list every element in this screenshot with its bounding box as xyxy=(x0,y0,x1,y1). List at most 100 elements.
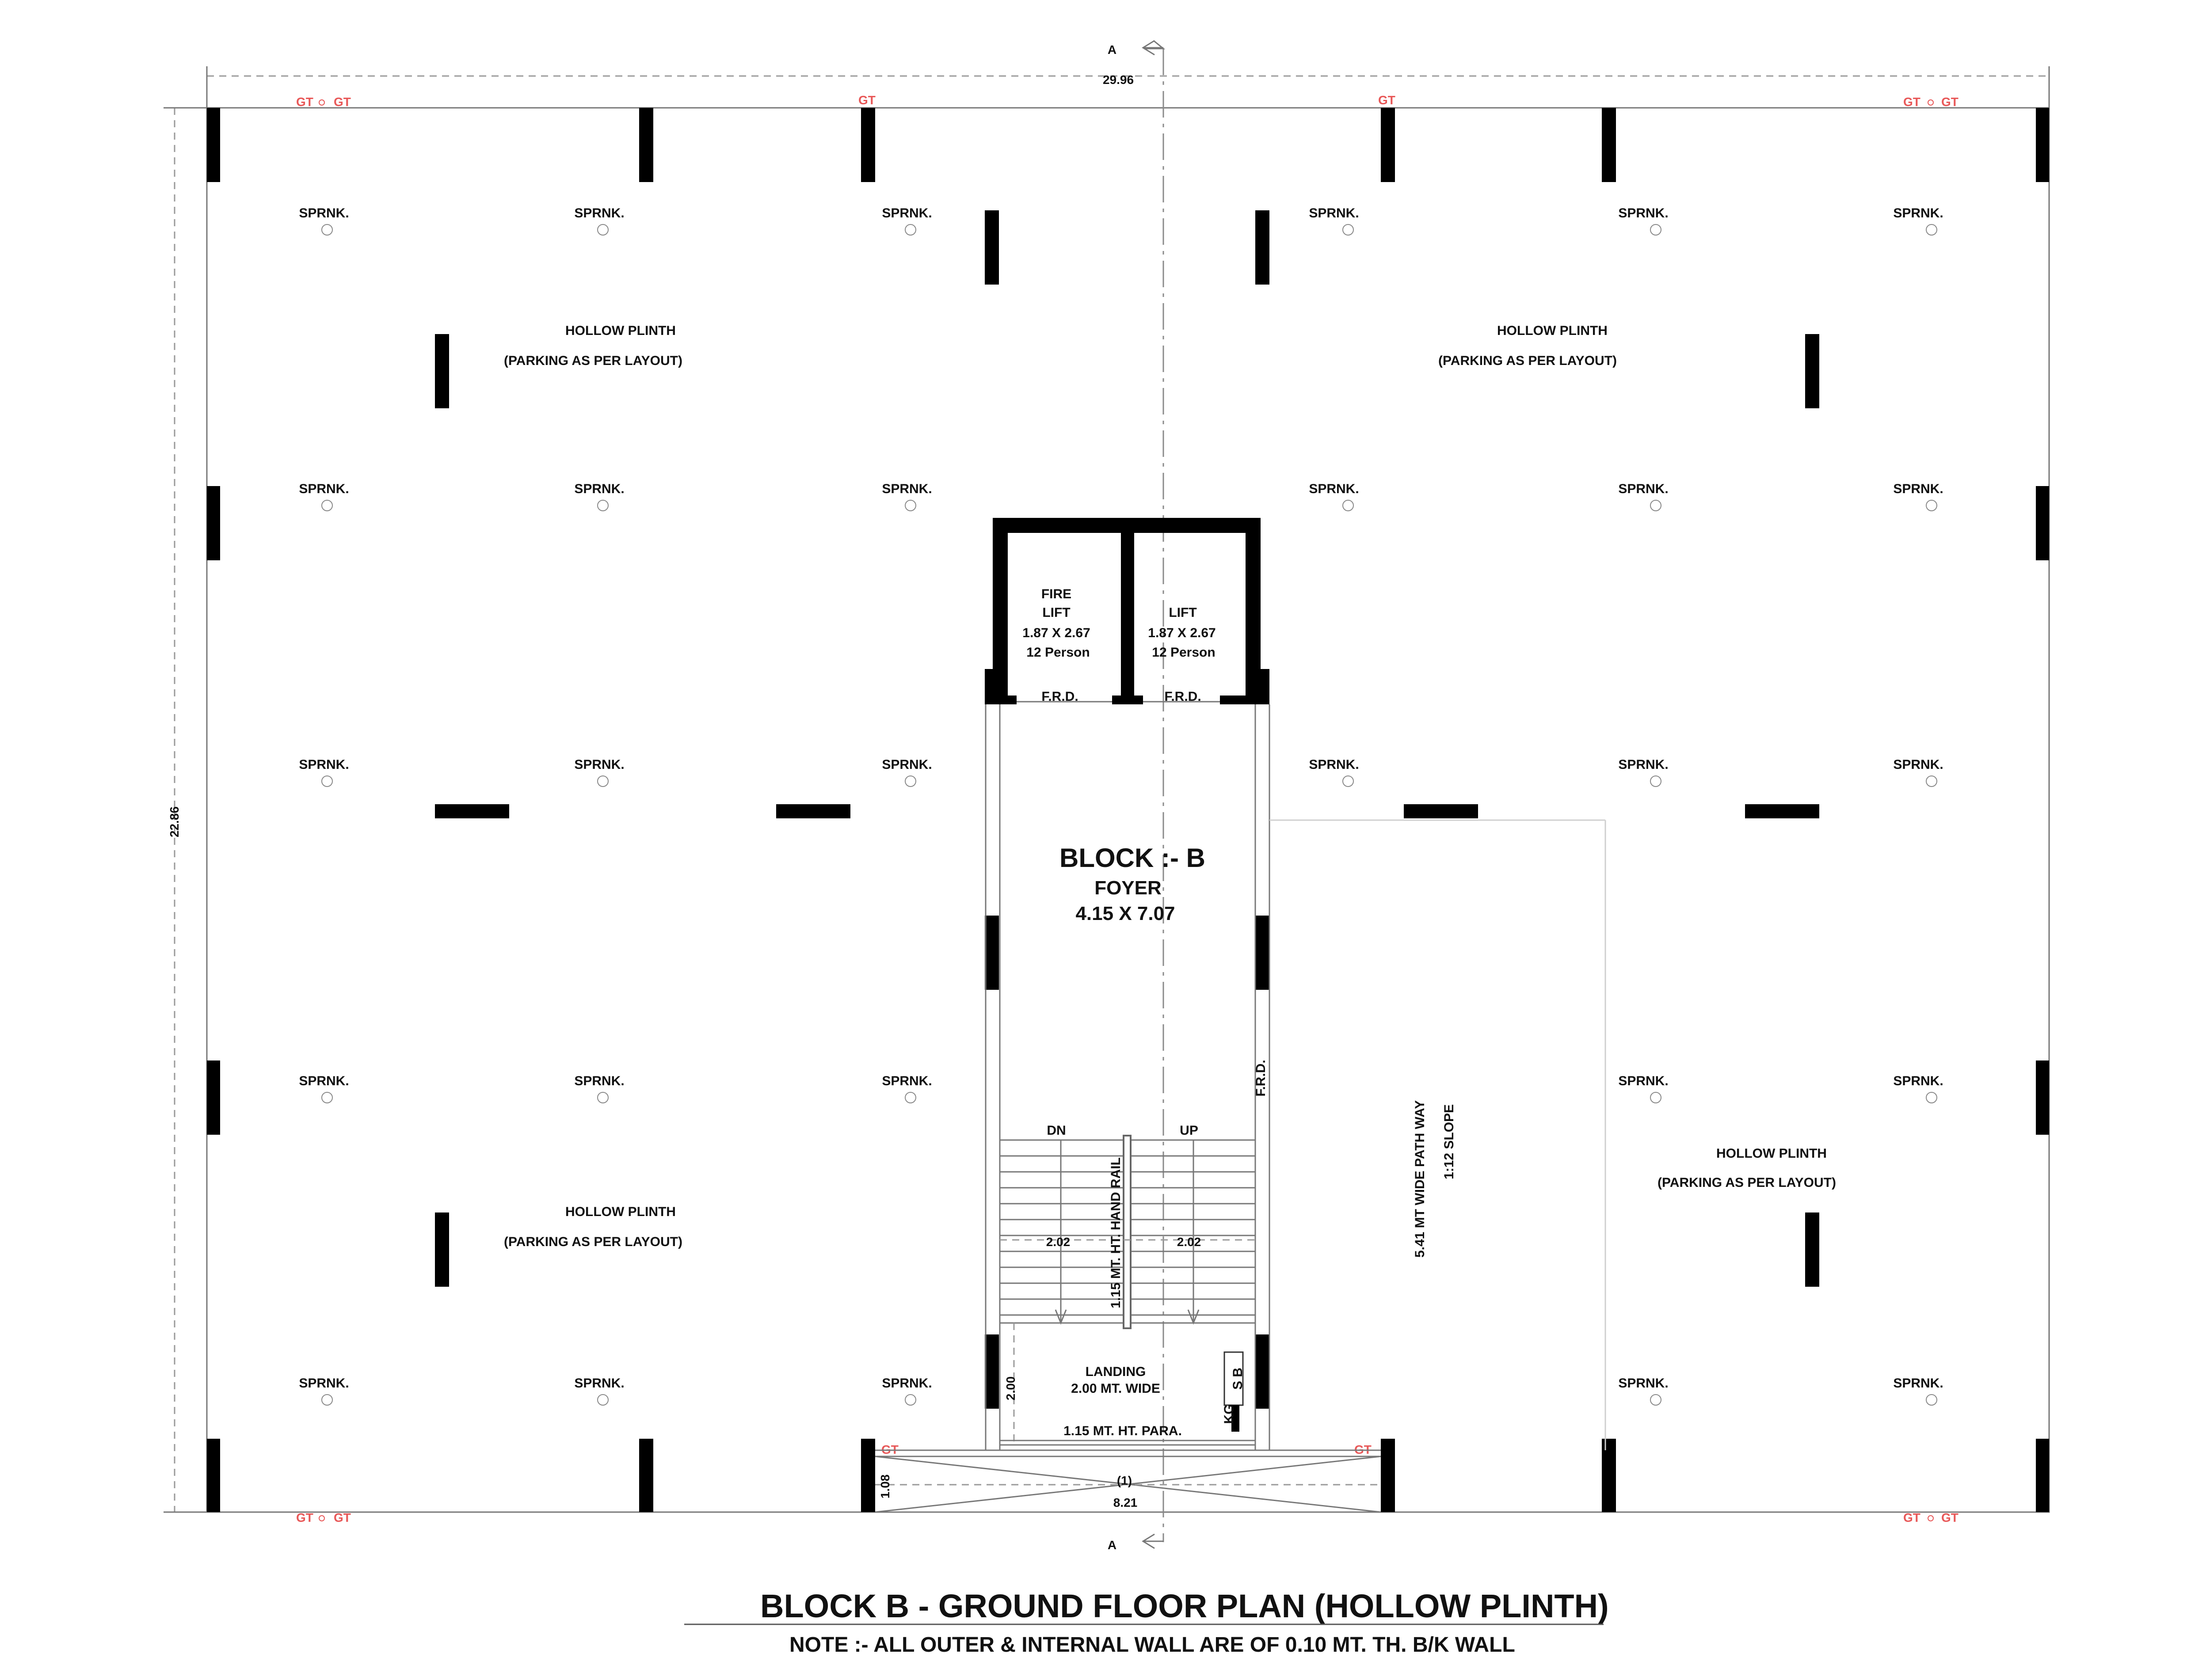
stair-width-left: 2.02 xyxy=(1046,1235,1071,1249)
sprinkler-label: SPRNK. xyxy=(1309,757,1359,772)
sprinkler-icon xyxy=(597,1394,609,1406)
hollow-plinth-label: HOLLOW PLINTH xyxy=(1497,323,1608,338)
sprinkler-icon xyxy=(321,224,333,236)
sprinkler-label: SPRNK. xyxy=(1309,206,1359,220)
section-marker-top: A xyxy=(1108,43,1116,57)
plinth-boundary xyxy=(206,107,2050,1513)
column xyxy=(1381,108,1395,182)
lift-core-mid-wall xyxy=(1121,518,1134,703)
lift-door-jamb xyxy=(1112,696,1143,704)
column xyxy=(985,1334,999,1409)
parapet-label: 1.15 MT. HT. PARA. xyxy=(1063,1424,1182,1438)
gutter-pipe-icon xyxy=(319,99,325,106)
fire-lift-label: FIRE xyxy=(1041,587,1071,601)
sprinkler-icon xyxy=(1650,500,1661,511)
sprinkler-label: SPRNK. xyxy=(574,482,624,496)
sprinkler-label: SPRNK. xyxy=(299,1376,349,1391)
sprinkler-label: SPRNK. xyxy=(882,1074,932,1088)
sprinkler-icon xyxy=(1650,224,1661,236)
sprinkler-icon xyxy=(1650,1394,1661,1406)
columns xyxy=(207,108,2049,1512)
sprinkler-label: SPRNK. xyxy=(299,206,349,220)
column xyxy=(639,1439,653,1512)
sprinkler-icon xyxy=(321,1394,333,1406)
sprinkler-icon xyxy=(1342,224,1354,236)
column xyxy=(2036,486,2049,560)
wall-note: NOTE :- ALL OUTER & INTERNAL WALL ARE OF… xyxy=(789,1633,1515,1657)
sprinkler-label: SPRNK. xyxy=(574,1074,624,1088)
column xyxy=(639,108,653,182)
sprinkler-icon xyxy=(905,1394,916,1406)
column xyxy=(207,1439,220,1512)
sprinkler-label: SPRNK. xyxy=(299,757,349,772)
column xyxy=(1745,804,1819,818)
parking-label: (PARKING AS PER LAYOUT) xyxy=(504,353,682,368)
column xyxy=(435,804,509,818)
frd-label: F.R.D. xyxy=(1041,689,1078,704)
hand-rail-label: 1.15 MT. HT. HAND RAIL xyxy=(1109,1157,1123,1308)
landing-width-label: 2.00 MT. WIDE xyxy=(1071,1381,1160,1396)
sprinkler-label: SPRNK. xyxy=(1618,1074,1668,1088)
column xyxy=(985,916,999,990)
sprinkler-icon xyxy=(905,775,916,787)
entry-tag: (1) xyxy=(1117,1474,1132,1487)
parking-label: (PARKING AS PER LAYOUT) xyxy=(1438,353,1617,368)
lift-door-jamb xyxy=(1220,696,1246,704)
column xyxy=(2036,1439,2049,1512)
staircase xyxy=(1000,1135,1255,1329)
gutter-pipe-icon xyxy=(319,1515,325,1521)
column xyxy=(1381,1439,1395,1512)
column xyxy=(207,1060,220,1135)
gutter-marker: GT xyxy=(334,1511,351,1524)
sprinklers: SPRNK. SPRNK. SPRNK. SPRNK. SPRNK. SPRNK… xyxy=(299,206,1943,1406)
foyer-label: FOYER xyxy=(1094,877,1162,899)
sprinkler-label: SPRNK. xyxy=(1893,482,1943,496)
stair-up-label: UP xyxy=(1180,1123,1198,1138)
sprinkler-label: SPRNK. xyxy=(1618,206,1668,220)
sprinkler-label: SPRNK. xyxy=(574,757,624,772)
lift-core xyxy=(985,518,1269,704)
sprinkler-icon xyxy=(1926,224,1937,236)
gutter-pipe-icon xyxy=(1928,1515,1934,1521)
column xyxy=(861,108,875,182)
sprinkler-icon xyxy=(597,775,609,787)
column xyxy=(1805,1212,1819,1287)
lift-capacity: 12 Person xyxy=(1152,645,1215,660)
entry-depth-label: 1.08 xyxy=(878,1475,892,1499)
sprinkler-icon xyxy=(905,500,916,511)
column xyxy=(1404,804,1478,818)
landing-label: LANDING xyxy=(1086,1365,1146,1379)
sprinkler-label: SPRNK. xyxy=(299,1074,349,1088)
section-arrow-top xyxy=(1144,40,1166,49)
column xyxy=(207,486,220,560)
gutter-marker: GT xyxy=(1903,1511,1920,1524)
sprinkler-icon xyxy=(905,1092,916,1103)
column xyxy=(2036,1060,2049,1135)
sprinkler-icon xyxy=(597,500,609,511)
sprinkler-label: SPRNK. xyxy=(1893,1376,1943,1391)
stair-arrow-icon xyxy=(1187,1309,1200,1325)
frd-label-vertical: F.R.D. xyxy=(1254,1060,1268,1096)
sprinkler-label: SPRNK. xyxy=(1618,482,1668,496)
parking-label: (PARKING AS PER LAYOUT) xyxy=(1658,1175,1836,1190)
sprinkler-icon xyxy=(321,775,333,787)
parking-label: (PARKING AS PER LAYOUT) xyxy=(504,1235,682,1249)
sprinkler-icon xyxy=(1342,775,1354,787)
hollow-plinth-label: HOLLOW PLINTH xyxy=(1716,1146,1827,1161)
sprinkler-icon xyxy=(1926,1394,1937,1406)
stair-width-right: 2.02 xyxy=(1177,1235,1201,1249)
sprinkler-label: SPRNK. xyxy=(1309,482,1359,496)
entry-ramp xyxy=(875,1449,1381,1513)
block-name: BLOCK :- B xyxy=(1059,843,1205,873)
sprinkler-label: SPRNK. xyxy=(1618,1376,1668,1391)
slope-label: 1:12 SLOPE xyxy=(1442,1104,1456,1179)
column xyxy=(1602,1439,1616,1512)
hollow-plinth-label: HOLLOW PLINTH xyxy=(565,323,676,338)
column xyxy=(207,108,220,182)
column xyxy=(1255,916,1269,990)
stair-arrow-icon xyxy=(1055,1309,1067,1325)
sprinkler-icon xyxy=(1926,775,1937,787)
gutter-marker: GT xyxy=(1941,1511,1959,1524)
fire-lift-size: 1.87 X 2.67 xyxy=(1022,626,1090,640)
column xyxy=(435,1212,449,1287)
